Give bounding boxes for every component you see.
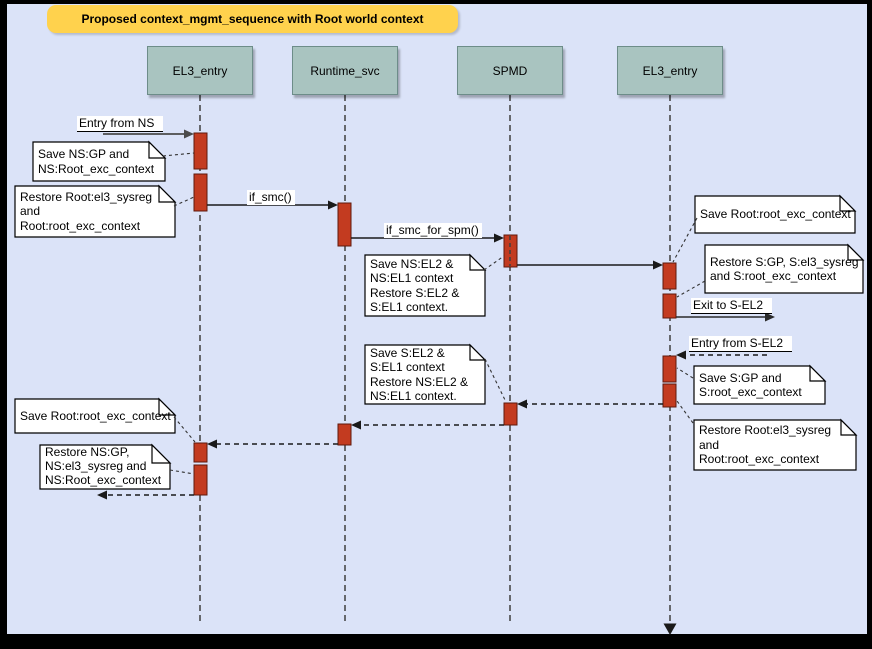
message-label-if-smc-for-spm: if_smc_for_spm() xyxy=(384,223,482,238)
arrowhead-spmd-to-el3 xyxy=(653,260,663,270)
lifeline-label: EL3_entry xyxy=(172,63,228,78)
activation-bars xyxy=(193,132,677,496)
arrowhead-el3-to-spmd xyxy=(517,399,527,409)
lifeline-label: EL3_entry xyxy=(642,63,698,78)
note-shape xyxy=(693,419,857,471)
lifeline-header-spmd: SPMD xyxy=(457,46,563,95)
note-fold-icon xyxy=(469,253,487,271)
arrowhead-exit-to-ns xyxy=(97,490,107,500)
note-fold-icon xyxy=(151,443,172,464)
note-shape xyxy=(14,398,176,434)
note-shapes xyxy=(14,140,865,490)
lifeline-label: Runtime_svc xyxy=(310,63,380,78)
message-label-exit-to-s-el2: Exit to S-EL2 xyxy=(691,298,773,314)
activation-bar xyxy=(337,423,352,446)
note-shape xyxy=(364,344,486,405)
note-fold-icon xyxy=(809,364,827,382)
note-connector xyxy=(676,367,694,379)
message-label-entry-from-s-el2: Entry from S-EL2 xyxy=(689,336,793,352)
note-shape xyxy=(39,444,171,490)
dashed-message-arrows xyxy=(105,354,767,496)
solid-message-arrows xyxy=(103,129,775,322)
note-fold-icon xyxy=(158,184,177,203)
note-fold-icon xyxy=(469,343,487,361)
note-shape xyxy=(364,254,486,317)
dashed-arrowheads xyxy=(97,350,686,500)
activation-bar xyxy=(662,293,677,319)
lifeline-end-arrowhead xyxy=(663,623,677,635)
note-connector xyxy=(484,358,507,403)
note-connector xyxy=(169,469,195,475)
activation-bar xyxy=(193,464,208,496)
arrowhead-entry-from-s-el2 xyxy=(676,350,686,360)
note-shape xyxy=(32,141,166,182)
arrowhead-entry-from-ns xyxy=(184,129,194,139)
note-connector xyxy=(173,416,196,443)
note-connector xyxy=(672,217,698,263)
activation-bar xyxy=(193,132,208,170)
activation-bar xyxy=(662,355,677,383)
note-fold-icon xyxy=(840,418,858,436)
note-shape xyxy=(693,365,826,405)
note-shape xyxy=(14,185,176,238)
note-connector xyxy=(173,196,195,207)
diagram-background xyxy=(7,4,867,634)
diagram-title: Proposed context_mgmt_sequence with Root… xyxy=(47,5,458,33)
message-label-entry-from-ns: Entry from NS xyxy=(77,116,164,132)
note-shape xyxy=(704,244,864,294)
activation-bar xyxy=(337,202,352,247)
message-label-if-smc: if_smc() xyxy=(247,190,295,205)
note-connector xyxy=(483,255,505,271)
lifeline-header-el3-entry-left: EL3_entry xyxy=(147,46,253,95)
note-connector xyxy=(162,152,195,157)
note-fold-icon xyxy=(148,140,167,159)
lifeline-header-el3-entry-right: EL3_entry xyxy=(617,46,723,95)
activation-bar xyxy=(662,262,677,290)
arrowhead-exit-to-s-el2 xyxy=(765,312,775,322)
note-shape xyxy=(694,195,856,234)
arrowhead-spmd-to-runtime xyxy=(351,420,361,430)
note-connector xyxy=(676,400,694,424)
activation-bar xyxy=(662,383,677,408)
activation-bar xyxy=(503,402,518,426)
arrowhead-runtime-to-el3 xyxy=(207,439,217,449)
note-connectors xyxy=(162,152,706,475)
lifeline-label: SPMD xyxy=(492,63,528,78)
note-fold-icon xyxy=(847,243,865,261)
note-fold-icon xyxy=(158,397,177,416)
note-fold-icon xyxy=(839,194,857,212)
lifeline-header-runtime-svc: Runtime_svc xyxy=(292,46,398,95)
activation-bar xyxy=(193,173,208,212)
activation-bar xyxy=(193,442,208,463)
arrowhead-if-smc-for-spm xyxy=(494,233,504,243)
arrowhead-if-smc xyxy=(328,200,338,210)
note-connector xyxy=(676,280,706,298)
